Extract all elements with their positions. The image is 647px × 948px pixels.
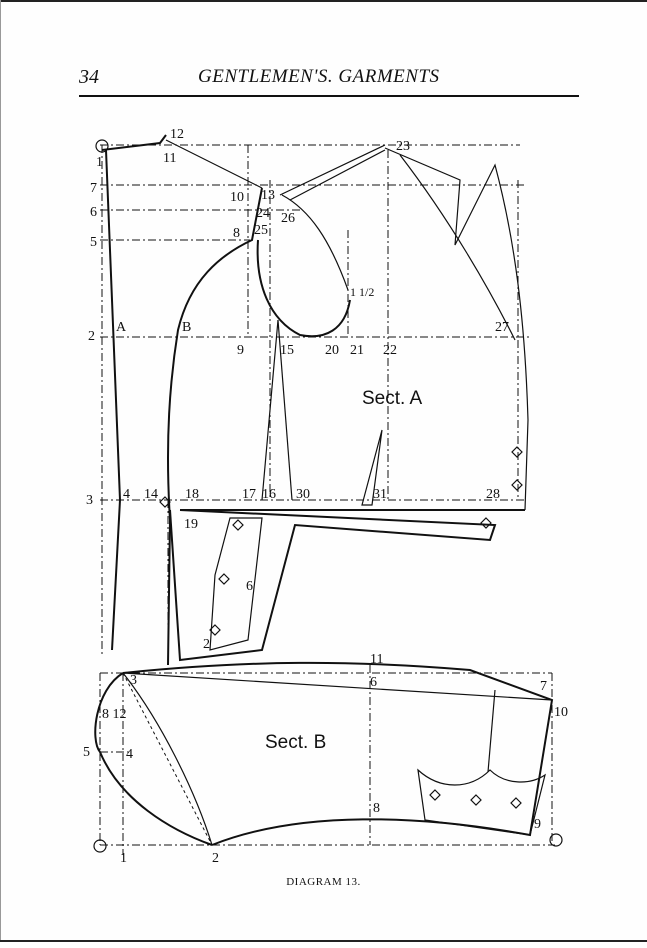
side-seam-a	[261, 319, 279, 501]
cuff-button-3	[510, 797, 522, 809]
top-border	[0, 0, 647, 2]
cuff-button-2	[470, 794, 482, 806]
label-a-22: 22	[383, 343, 397, 358]
label-a-17: 17	[242, 487, 256, 502]
label-a-7: 7	[90, 181, 97, 196]
back-neck	[101, 134, 167, 151]
section-a-title: Sect. A	[362, 388, 423, 409]
diagram-caption: DIAGRAM 13.	[286, 876, 361, 888]
button-mark-6	[209, 624, 221, 636]
label-a-8: 8	[233, 226, 240, 241]
label-a-11: 11	[163, 151, 176, 166]
button-mark-1	[511, 446, 523, 458]
label-b-6: 6	[370, 675, 377, 690]
label-a-B: B	[182, 320, 191, 335]
sleeve-vent	[487, 689, 496, 773]
side-seam-b	[277, 319, 293, 501]
label-a-6: 6	[90, 205, 97, 220]
header-rule	[79, 95, 579, 97]
label-a-31: 31	[373, 487, 387, 502]
label-b-5: 5	[83, 745, 90, 760]
lapel-roll-line	[399, 154, 516, 341]
label-a-26: 26	[281, 211, 295, 226]
cuff-button-1	[429, 789, 441, 801]
label-a-2: 2	[88, 329, 95, 344]
origin-circle-b	[93, 839, 107, 853]
button-mark-3	[480, 517, 492, 529]
label-b-8-12: 8 12	[102, 707, 127, 722]
sleeve-left-outline	[94, 672, 213, 846]
button-mark-5	[218, 573, 230, 585]
label-a-9: 9	[237, 343, 244, 358]
label-a-13: 13	[261, 188, 275, 203]
sleeve-diagonal	[122, 672, 213, 846]
front-armhole-upper	[281, 194, 349, 291]
section-b-outline	[93, 661, 563, 853]
button-mark-2	[511, 479, 523, 491]
sleeve-cuff	[417, 768, 546, 836]
label-a-2-pocket: 2	[203, 637, 210, 652]
label-a-12: 12	[170, 127, 184, 142]
skirt-pocket	[209, 517, 263, 651]
label-b-10: 10	[554, 705, 568, 720]
label-a-6-pocket: 6	[246, 579, 253, 594]
front-shoulder-2	[289, 149, 386, 201]
label-a-4: 4	[123, 487, 130, 502]
label-a-15: 15	[280, 343, 294, 358]
front-shoulder	[279, 144, 386, 196]
label-a-14: 14	[144, 487, 158, 502]
bottom-border	[0, 940, 647, 942]
label-a-21: 21	[350, 343, 364, 358]
label-a-30: 30	[296, 487, 310, 502]
back-shoulder	[165, 139, 263, 189]
section-a-labels: 1 12 11 7 10 13 6 24 26 5 8 25 23 2 A B …	[86, 127, 509, 652]
label-a-24: 24	[256, 206, 270, 221]
label-b-1: 1	[120, 851, 127, 866]
label-b-8: 8	[373, 801, 380, 816]
label-a-1: 1	[96, 155, 103, 170]
label-b-11: 11	[370, 652, 383, 667]
button-mark-4	[232, 519, 244, 531]
label-b-7: 7	[540, 679, 547, 694]
label-a-20: 20	[325, 343, 339, 358]
back-centre-line	[105, 149, 122, 651]
page-number: 34	[79, 66, 99, 88]
front-armhole	[256, 239, 351, 338]
page-title: GENTLEMEN'S. GARMENTS	[198, 66, 440, 87]
front-dart	[361, 429, 383, 506]
skirt-panel	[169, 509, 497, 662]
sleeve-under-curve	[122, 672, 213, 846]
label-a-10: 10	[230, 190, 244, 205]
label-a-23: 23	[396, 139, 410, 154]
sleeve-top-straight	[122, 672, 553, 701]
section-a-outline	[95, 134, 529, 666]
label-b-4: 4	[126, 747, 133, 762]
label-b-3: 3	[130, 673, 137, 688]
label-a-3: 3	[86, 493, 93, 508]
label-a-18: 18	[185, 487, 199, 502]
left-edge	[0, 0, 1, 942]
pivot-mark-14	[159, 496, 171, 508]
label-a-5: 5	[90, 235, 97, 250]
label-b-9: 9	[534, 817, 541, 832]
label-b-2: 2	[212, 851, 219, 866]
label-a-1-half: 1 1/2	[350, 285, 374, 299]
origin-circle-a	[95, 139, 109, 153]
section-b-title: Sect. B	[265, 732, 326, 753]
section-b-labels: 3 11 6 7 10 8 12 5 4 8 9 1 2 Sect. B	[83, 652, 568, 866]
label-a-A: A	[116, 320, 127, 335]
label-a-25: 25	[254, 223, 268, 238]
lapel	[384, 147, 529, 511]
back-side-seam	[167, 187, 263, 666]
sleeve-top-outline	[122, 661, 554, 846]
section-a-construction-lines	[100, 144, 530, 665]
corner-circle-b	[549, 833, 563, 847]
label-a-16: 16	[262, 487, 276, 502]
label-a-27: 27	[495, 320, 509, 335]
label-a-28: 28	[486, 487, 500, 502]
section-b-construction-lines	[99, 665, 555, 855]
label-a-19: 19	[184, 517, 198, 532]
